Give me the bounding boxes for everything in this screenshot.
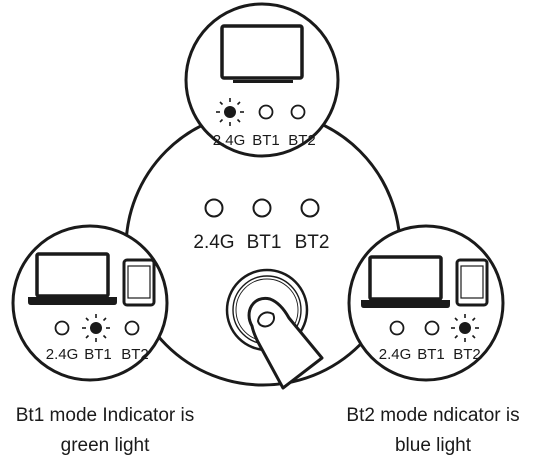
left-label-bt2: BT2 (121, 346, 149, 363)
hub-indicator-2-4g (204, 198, 224, 218)
hub-indicator-bt2 (300, 198, 320, 218)
tablet-icon (455, 258, 489, 307)
left-indicator-bt2 (124, 320, 140, 336)
left-panel-bt1: 2.4G BT1 BT2 (11, 224, 169, 382)
top-label-bt1: BT1 (252, 132, 280, 149)
right-caption: Bt2 mode ndicator is blue light (318, 401, 548, 461)
tablet-icon (122, 258, 156, 307)
top-label-bt2: BT2 (288, 132, 316, 149)
right-label-bt2: BT2 (453, 346, 481, 363)
hub-indicator-bt1 (252, 198, 272, 218)
left-caption: Bt1 mode Indicator is green light (0, 401, 220, 461)
hub-label-bt2: BT2 (295, 232, 330, 253)
right-indicator-bt1 (424, 320, 440, 336)
right-label-2-4g: 2.4G (379, 346, 412, 363)
right-indicator-2-4g (389, 320, 405, 336)
top-label-2-4g: 2.4G (213, 132, 246, 149)
hub-label-bt1: BT1 (247, 232, 282, 253)
top-indicator-bt1 (258, 104, 274, 120)
left-label-bt1: BT1 (84, 346, 112, 363)
finger-icon (247, 296, 324, 390)
laptop-icon (361, 255, 450, 308)
left-caption-line1: Bt1 mode Indicator is (15, 405, 195, 426)
right-label-bt1: BT1 (417, 346, 445, 363)
monitor-icon (220, 24, 304, 83)
hub-label-2-4g: 2.4G (193, 232, 234, 253)
right-caption-line2: blue light (394, 435, 472, 456)
laptop-icon (28, 252, 117, 305)
right-caption-line1: Bt2 mode ndicator is (346, 405, 520, 426)
mode-diagram: 2.4G BT1 BT2 2.4G BT1 BT2 (11, 2, 505, 390)
receiver-hub: 2.4G BT1 BT2 (124, 109, 402, 390)
left-label-2-4g: 2.4G (46, 346, 79, 363)
top-panel-2-4g: 2.4G BT1 BT2 (184, 2, 340, 158)
right-panel-bt2: 2.4G BT1 BT2 (347, 224, 505, 382)
left-indicator-2-4g (54, 320, 70, 336)
top-indicator-bt2 (290, 104, 306, 120)
left-caption-line2: green light (60, 435, 150, 456)
